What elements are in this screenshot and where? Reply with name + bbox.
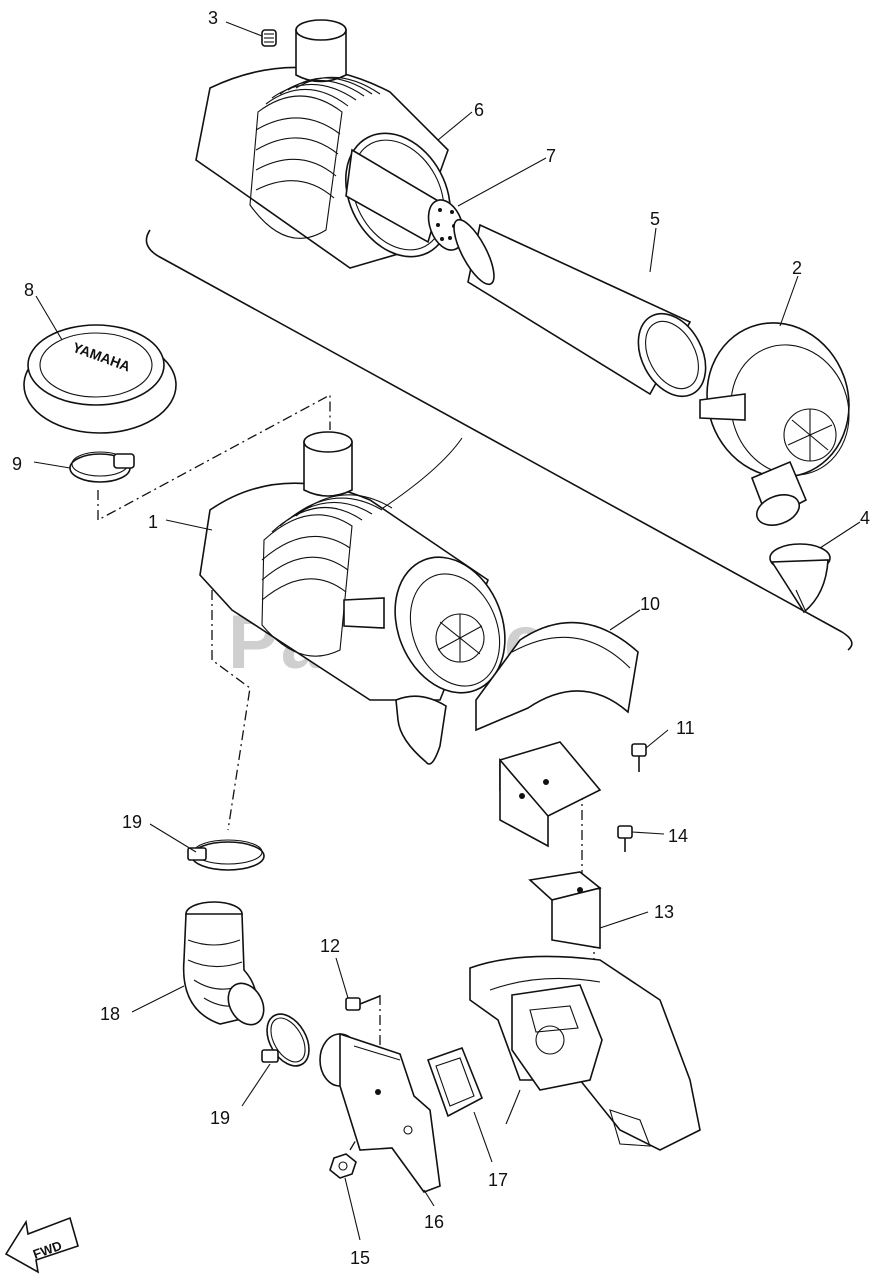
cover-item-8: YAMAHA (23, 324, 177, 434)
bracket-item-10 (475, 621, 639, 848)
filter-element-item-5 (453, 218, 707, 398)
callout-16: 16 (424, 1212, 444, 1232)
callout-11: 11 (676, 718, 695, 738)
bolt-item-14 (617, 825, 633, 852)
leader-lines (33, 21, 861, 1241)
callout-14: 14 (668, 826, 688, 846)
dust-valve-item-4 (769, 543, 831, 614)
callout-9: 9 (12, 454, 22, 474)
callout-2: 2 (792, 258, 802, 278)
gasket-item-17 (426, 1046, 484, 1118)
air-cleaner-assy-item-1 (199, 431, 506, 765)
callout-8: 8 (24, 280, 34, 300)
callout-4: 4 (860, 508, 870, 528)
callout-5: 5 (650, 209, 660, 229)
air-cleaner-case-exploded (195, 19, 465, 269)
callout-7: 7 (546, 146, 556, 166)
exploded-group-bracket (145, 229, 853, 651)
clamp-item-9 (69, 451, 135, 483)
hose-item-18 (182, 901, 265, 1026)
fwd-direction-arrow: FWD (4, 1216, 79, 1274)
stay-item-13 (528, 871, 602, 949)
bolt-item-12 (345, 995, 381, 1011)
install-line-9-to-1 (97, 393, 331, 522)
callout-19-upper: 19 (122, 812, 142, 832)
callouts: 3 6 7 5 2 8 9 1 4 10 11 14 13 19 12 18 1… (12, 8, 870, 1268)
intake-manifold-carburetor (469, 955, 701, 1151)
install-line-1-to-19 (211, 590, 251, 831)
callout-17: 17 (488, 1170, 508, 1190)
callout-6: 6 (474, 100, 484, 120)
callout-15: 15 (350, 1248, 370, 1268)
callout-1: 1 (148, 512, 158, 532)
clamp-item-19-upper (187, 839, 265, 871)
callout-12: 12 (320, 936, 340, 956)
callout-18: 18 (100, 1004, 120, 1024)
callout-19-lower: 19 (210, 1108, 230, 1128)
clamp-item-19-lower (261, 1013, 310, 1067)
joint-item-16 (319, 1032, 441, 1193)
bolt-item-11 (631, 743, 647, 772)
nut-item-15 (329, 1153, 357, 1179)
callout-3: 3 (208, 8, 218, 28)
callout-13: 13 (654, 902, 674, 922)
fitting-item-3 (261, 29, 277, 47)
callout-10: 10 (640, 594, 660, 614)
cleaner-cap-item-2 (699, 322, 850, 526)
bracket-link-line (379, 437, 463, 511)
